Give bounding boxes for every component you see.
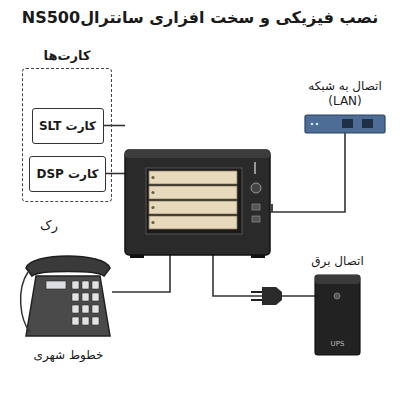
node-label: اتصال برق <box>311 254 364 269</box>
status-led <box>254 162 256 174</box>
node-label: کارت‌ها <box>44 48 91 64</box>
card-slot <box>149 201 237 214</box>
card-cage <box>146 168 242 234</box>
power-knob <box>251 183 261 193</box>
ups-button <box>334 293 340 299</box>
card-group: کارت‌هاکارت SLTکارت DSP <box>22 68 112 202</box>
plug-prong <box>251 291 262 293</box>
card-slot <box>149 171 237 184</box>
ethernet-port <box>362 119 373 128</box>
phone-key <box>82 293 89 301</box>
card-slot <box>149 186 237 199</box>
switch-body <box>305 115 385 133</box>
phone-key <box>72 281 79 289</box>
telephone-box: خطوط شهری <box>25 255 112 340</box>
chassis-foot <box>130 255 144 258</box>
node-label: کارت SLT <box>39 118 96 133</box>
telephone <box>21 256 110 336</box>
node-label: اتصال به شبکه (LAN) <box>297 79 393 109</box>
diagram-title: نصب فیزیکی و سخت افزاری سانترالNS500 <box>0 8 400 27</box>
network-switch-box: اتصال به شبکه (LAN) <box>305 115 385 133</box>
connector-wire <box>106 173 125 175</box>
front-button <box>252 204 260 210</box>
ethernet-port <box>342 119 353 128</box>
chassis-foot <box>251 255 265 258</box>
card-screw <box>151 176 154 179</box>
phone-display <box>46 281 66 289</box>
pbx-rack: رک <box>125 150 270 255</box>
front-button <box>252 216 260 222</box>
phone-key <box>82 317 89 325</box>
phone-cord <box>21 272 30 332</box>
node-label: خطوط شهری <box>34 348 104 363</box>
phone-key <box>92 293 99 301</box>
network-switch <box>305 115 385 133</box>
side-port <box>270 204 273 212</box>
connector-wire <box>270 133 345 212</box>
switch-led <box>316 123 319 126</box>
power-plug <box>251 287 282 305</box>
ups-box: اتصال برقUPS <box>315 275 360 355</box>
plug-body <box>262 287 282 305</box>
phone-key <box>72 293 79 301</box>
phone-key <box>82 281 89 289</box>
ups-unit <box>315 275 360 355</box>
plug-prong <box>251 299 262 301</box>
card-box: کارت SLT <box>32 108 104 144</box>
node-label: کارت DSP <box>36 166 98 181</box>
phone-key <box>92 281 99 289</box>
card-screw <box>151 191 154 194</box>
phone-key <box>92 317 99 325</box>
ups-body <box>315 275 360 355</box>
phone-key <box>92 305 99 313</box>
card-slot <box>149 216 237 229</box>
phone-key <box>82 305 89 313</box>
device-label: UPS <box>331 340 345 349</box>
connector-wire <box>112 255 170 292</box>
card-screw <box>151 221 154 224</box>
connector-wire <box>104 125 126 127</box>
chassis-body <box>125 150 270 255</box>
node-label: رک <box>40 218 58 234</box>
phone-keypad <box>72 281 99 325</box>
chassis-top-rim <box>125 150 270 158</box>
card-screw <box>151 206 154 209</box>
phone-key <box>72 317 79 325</box>
phone-base <box>26 276 110 336</box>
switch-led <box>311 123 314 126</box>
phone-handset <box>26 256 110 276</box>
phone-key <box>72 305 79 313</box>
pbx-chassis <box>125 150 273 258</box>
ups-top <box>315 275 360 284</box>
card-box: کارت DSP <box>29 156 105 192</box>
